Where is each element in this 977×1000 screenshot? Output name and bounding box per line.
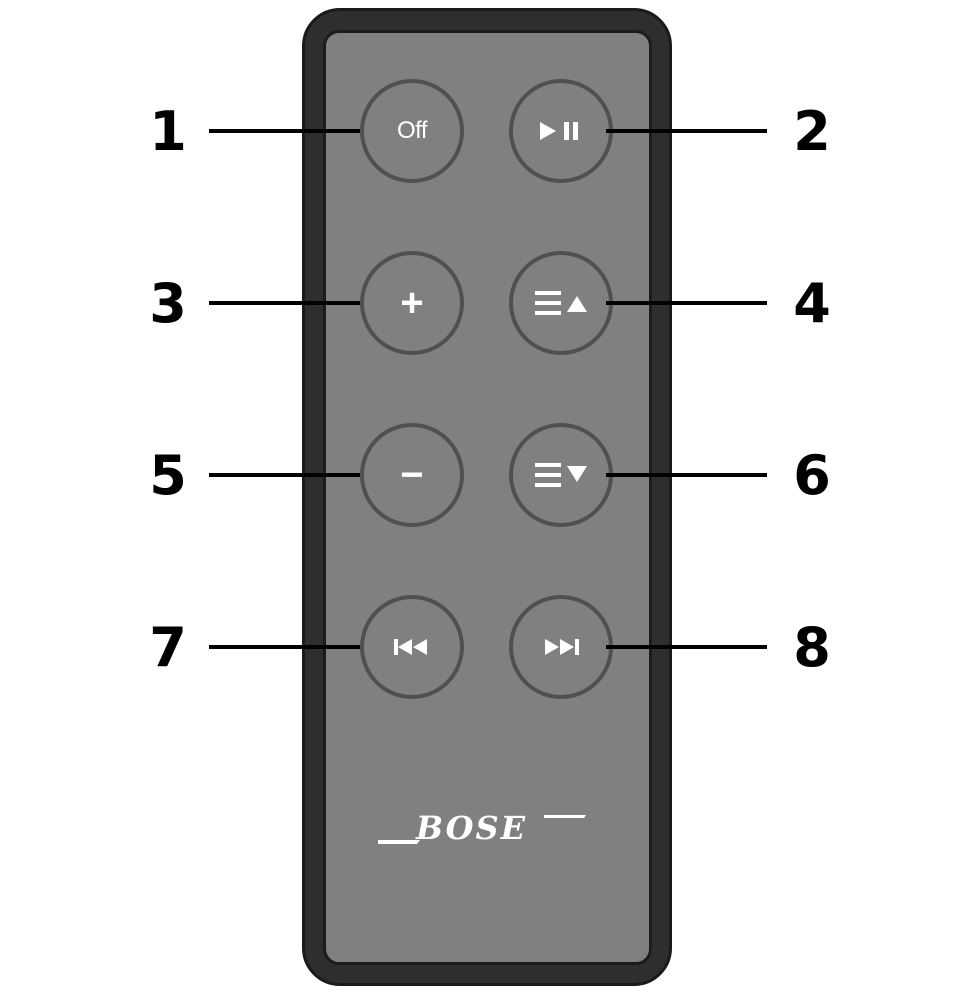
- callout-number-2: 2: [793, 100, 831, 163]
- off-button[interactable]: Off: [360, 79, 464, 183]
- callout-leader-6: [606, 473, 767, 477]
- callout-leader-7: [209, 645, 361, 649]
- callout-number-8: 8: [793, 616, 831, 679]
- volume-down-button[interactable]: −: [360, 423, 464, 527]
- callout-leader-2: [606, 129, 767, 133]
- callout-number-7: 7: [149, 616, 187, 679]
- list-up-icon: [535, 291, 587, 315]
- callout-leader-5: [209, 473, 361, 477]
- plus-icon: +: [400, 281, 424, 325]
- skip-forward-icon: [545, 639, 579, 655]
- callout-number-5: 5: [149, 444, 187, 507]
- callout-number-4: 4: [793, 272, 831, 335]
- callout-number-3: 3: [149, 272, 187, 335]
- play-pause-icon: [540, 122, 578, 140]
- minus-icon: −: [400, 453, 424, 497]
- skip-forward-button[interactable]: [509, 595, 613, 699]
- list-up-button[interactable]: [509, 251, 613, 355]
- callout-leader-8: [606, 645, 767, 649]
- play-pause-button[interactable]: [509, 79, 613, 183]
- off-button-label: Off: [396, 117, 428, 144]
- callout-number-6: 6: [793, 444, 831, 507]
- skip-back-button[interactable]: [360, 595, 464, 699]
- callout-leader-3: [209, 301, 361, 305]
- logo-underline-swoosh: [378, 815, 586, 844]
- callout-leader-1: [209, 129, 361, 133]
- list-down-button[interactable]: [509, 423, 613, 527]
- callout-number-1: 1: [149, 100, 187, 163]
- skip-back-icon: [394, 639, 427, 655]
- bose-logo: BOSE: [378, 808, 588, 848]
- brand-name: BOSE: [416, 809, 528, 847]
- callout-leader-4: [606, 301, 767, 305]
- list-down-icon: [535, 463, 587, 487]
- volume-up-button[interactable]: +: [360, 251, 464, 355]
